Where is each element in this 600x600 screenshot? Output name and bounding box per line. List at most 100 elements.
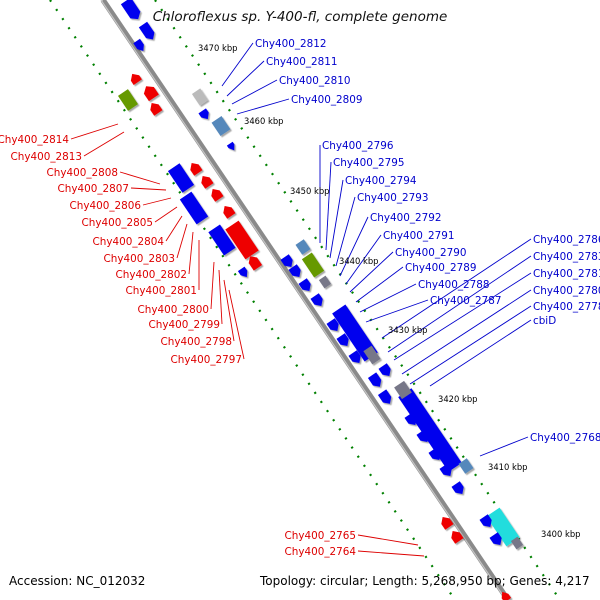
gene-feature-39 — [404, 412, 417, 425]
gene-feature-31 — [336, 333, 349, 346]
forward-leader-line — [409, 305, 532, 385]
gene-feature-9 — [198, 108, 209, 120]
forward-gene-label: Chy400_2790 — [395, 247, 466, 259]
kbp-tick-label: 3420 kbp — [438, 394, 477, 404]
gene-feature-30 — [326, 318, 339, 331]
forward-leader-line — [236, 98, 290, 115]
forward-gene-label: Chy400_2792 — [370, 212, 441, 224]
gene-feature-35 — [377, 389, 392, 404]
reverse-gene-label: Chy400_2803 — [104, 253, 175, 265]
kbp-tick-label: 3430 kbp — [388, 325, 427, 335]
reverse-gene-label: Chy400_2806 — [70, 200, 141, 212]
gene-feature-43 — [451, 481, 464, 494]
forward-gene-label: Chy400_2810 — [279, 75, 350, 87]
gene-feature-12 — [201, 176, 214, 189]
forward-gene-label: Chy400_2788 — [418, 279, 489, 291]
reverse-leader-line — [188, 231, 194, 275]
forward-gene-label: Chy400_2789 — [405, 262, 476, 274]
forward-gene-label: Chy400_2768 — [530, 432, 600, 444]
gene-feature-16 — [223, 206, 236, 219]
gene-feature-23 — [318, 275, 332, 289]
reverse-gene-label: Chy400_2813 — [11, 151, 82, 163]
forward-gene-label: Chy400_2786 — [533, 234, 600, 246]
forward-gene-label: Chy400_2793 — [357, 192, 428, 204]
gene-feature-44 — [486, 507, 520, 547]
forward-gene-label: Chy400_2809 — [291, 94, 362, 106]
gene-feature-1 — [138, 21, 155, 40]
forward-leader-line — [355, 266, 404, 303]
reverse-leader-line — [176, 223, 188, 259]
forward-leader-line — [226, 60, 265, 97]
gene-feature-33 — [378, 363, 391, 376]
kbp-tick-label: 3400 kbp — [541, 529, 580, 539]
reverse-gene-label: Chy400_2804 — [93, 236, 165, 248]
gene-feature-47 — [489, 532, 502, 545]
gene-feature-15 — [179, 191, 209, 225]
forward-leader-line — [221, 42, 254, 87]
gene-feature-37 — [394, 380, 412, 400]
forward-leader-line — [339, 216, 369, 277]
reverse-leader-line — [228, 289, 245, 360]
genome-backbone-highlight — [100, 0, 507, 600]
gene-feature-38 — [458, 458, 474, 474]
genome-title: Chloroflexus sp. Y-400-fl, complete geno… — [152, 9, 448, 25]
forward-gene-label: Chy400_2811 — [266, 56, 337, 68]
kbp-tick-label: 3470 kbp — [198, 43, 237, 53]
reverse-leader-line — [357, 550, 425, 557]
reverse-leader-line — [357, 534, 419, 546]
gene-feature-4 — [143, 86, 159, 102]
kbp-tick-label: 3410 kbp — [488, 462, 527, 472]
reverse-gene-label: Chy400_2800 — [138, 304, 209, 316]
reverse-leader-line — [165, 215, 183, 242]
forward-leader-line — [359, 283, 417, 313]
gene-feature-18 — [225, 220, 259, 260]
reverse-gene-label: Chy400_2764 — [285, 546, 357, 558]
reverse-leader-line — [223, 279, 235, 342]
gene-feature-32 — [348, 350, 361, 363]
kbp-tick-label: 3460 kbp — [244, 116, 283, 126]
gene-feature-11 — [190, 163, 203, 176]
reverse-leader-line — [83, 131, 125, 157]
reverse-leader-line — [130, 187, 167, 191]
reverse-leader-line — [218, 269, 223, 325]
forward-leader-line — [381, 238, 532, 339]
gene-feature-22 — [301, 252, 325, 278]
forward-leader-line — [231, 79, 278, 105]
reverse-leader-line — [142, 197, 172, 206]
forward-leader-line — [401, 289, 532, 375]
forward-gene-label: Chy400_2778 — [533, 301, 600, 313]
gene-feature-5 — [150, 103, 163, 116]
gene-feature-25 — [288, 264, 301, 277]
forward-leader-line — [335, 196, 356, 267]
gene-feature-13 — [167, 163, 195, 193]
gene-feature-36 — [398, 388, 462, 472]
forward-gene-label: Chy400_2781 — [533, 268, 600, 280]
gene-feature-17 — [208, 224, 236, 256]
forward-gene-label: Chy400_2812 — [255, 38, 326, 50]
gene-feature-21 — [295, 239, 311, 255]
reverse-gene-label: Chy400_2807 — [58, 183, 129, 195]
gene-feature-42 — [439, 463, 452, 476]
reverse-gene-label: Chy400_2765 — [285, 530, 356, 542]
gene-feature-8 — [211, 116, 231, 136]
reverse-leader-line — [119, 171, 161, 185]
gene-feature-19 — [248, 256, 263, 271]
gene-feature-6 — [117, 89, 139, 111]
gene-feature-3 — [130, 73, 142, 85]
gene-feature-20 — [237, 266, 248, 278]
forward-leader-line — [365, 299, 429, 323]
forward-gene-label: Chy400_2794 — [345, 175, 417, 187]
forward-gene-label: Chy400_2791 — [383, 230, 454, 242]
forward-gene-label: Chy400_2795 — [333, 157, 404, 169]
tick-track-inner-left — [49, 0, 456, 600]
gene-feature-28 — [332, 304, 378, 362]
forward-leader-line — [329, 179, 344, 259]
genome-summary-text: Topology: circular; Length: 5,268,950 bp… — [260, 574, 590, 588]
gene-feature-46 — [479, 514, 492, 527]
gene-feature-27 — [310, 293, 323, 306]
gene-feature-48 — [441, 517, 454, 530]
gene-feature-0 — [120, 0, 141, 20]
reverse-gene-label: Chy400_2801 — [126, 285, 197, 297]
forward-leader-line — [387, 255, 532, 353]
